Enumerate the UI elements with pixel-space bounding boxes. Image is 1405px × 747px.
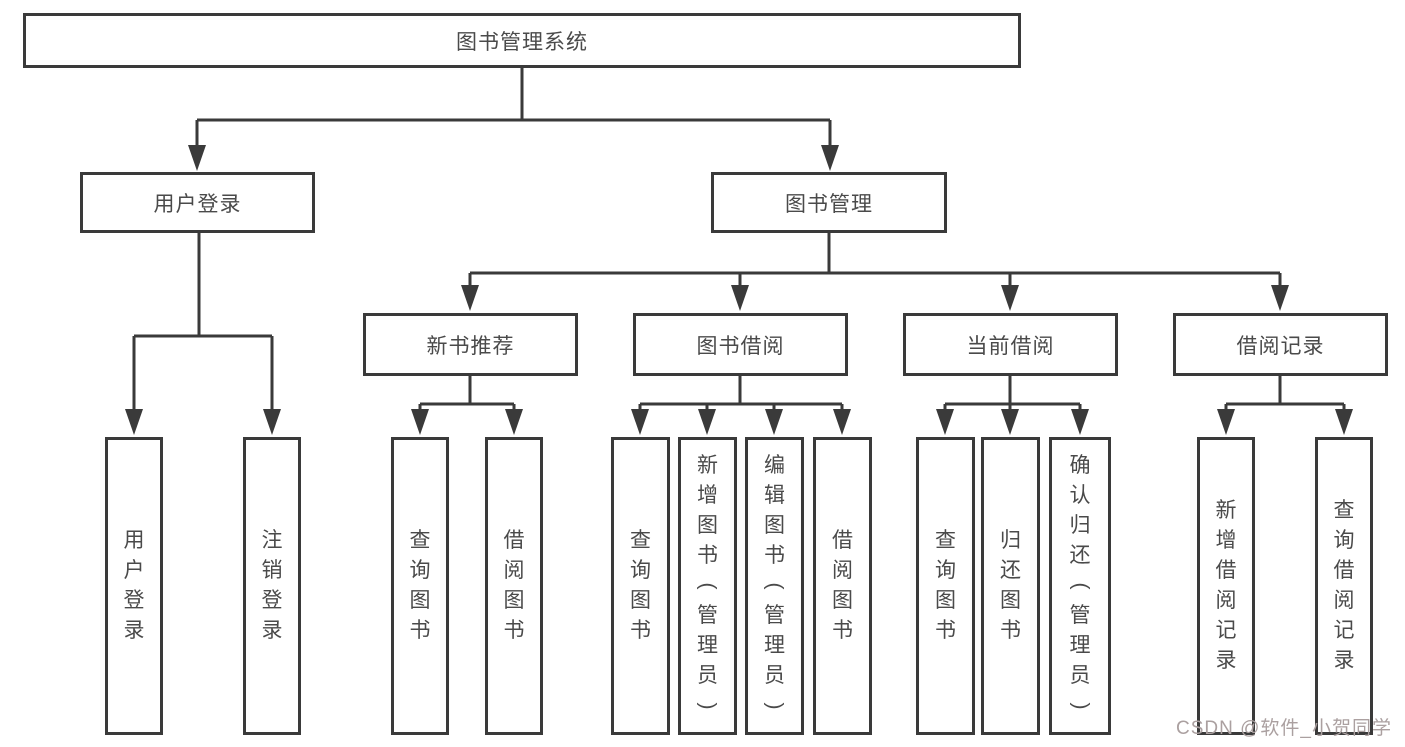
leaf-newbook-query-books-label: 查询图书 — [409, 529, 431, 642]
leaf-records-add-record-label: 新增借阅记录 — [1215, 499, 1237, 672]
node-system-root: 图书管理系统 — [23, 13, 1021, 68]
node-new-book-recommend-label: 新书推荐 — [426, 334, 515, 358]
node-book-management: 图书管理 — [711, 172, 947, 233]
node-system-root-label: 图书管理系统 — [456, 30, 588, 54]
node-book-management-label: 图书管理 — [785, 192, 873, 216]
leaf-newbook-borrow-books: 借阅图书 — [485, 437, 543, 735]
node-current-borrow-label: 当前借阅 — [966, 334, 1055, 358]
node-book-borrow: 图书借阅 — [633, 313, 848, 376]
leaf-current-query-books: 查询图书 — [916, 437, 975, 735]
leaf-borrow-query-books-label: 查询图书 — [630, 529, 651, 642]
leaf-newbook-query-books: 查询图书 — [391, 437, 449, 735]
node-borrow-records-label: 借阅记录 — [1236, 334, 1325, 358]
leaf-newbook-borrow-books-label: 借阅图书 — [503, 529, 525, 642]
node-book-borrow-label: 图书借阅 — [696, 334, 785, 358]
leaf-user-login: 用户登录 — [105, 437, 163, 735]
csdn-watermark: CSDN @软件_小贺同学 — [1176, 718, 1392, 739]
leaf-borrow-add-books: 新增图书(管理员) — [678, 437, 737, 735]
leaf-logout-label: 注销登录 — [261, 529, 283, 642]
node-current-borrow: 当前借阅 — [903, 313, 1118, 376]
leaf-borrow-borrow-books-label: 借阅图书 — [832, 529, 853, 642]
leaf-borrow-edit-books: 编辑图书(管理员) — [745, 437, 804, 735]
leaf-borrow-query-books: 查询图书 — [611, 437, 670, 735]
leaf-user-login-label: 用户登录 — [123, 529, 145, 642]
node-user-login: 用户登录 — [80, 172, 315, 233]
leaf-borrow-edit-books-label: 编辑图书(管理员) — [763, 454, 787, 710]
leaf-current-return-books: 归还图书 — [981, 437, 1040, 735]
leaf-borrow-borrow-books: 借阅图书 — [813, 437, 872, 735]
leaf-current-query-books-label: 查询图书 — [935, 529, 956, 642]
node-user-login-label: 用户登录 — [153, 192, 242, 216]
leaf-current-confirm-return-label: 确认归还(管理员) — [1069, 454, 1092, 710]
leaf-logout: 注销登录 — [243, 437, 301, 735]
leaf-current-return-books-label: 归还图书 — [1000, 529, 1021, 642]
leaf-records-add-record: 新增借阅记录 — [1197, 437, 1255, 735]
node-new-book-recommend: 新书推荐 — [363, 313, 578, 376]
leaf-records-query-record-label: 查询借阅记录 — [1333, 499, 1355, 672]
node-borrow-records: 借阅记录 — [1173, 313, 1388, 376]
leaf-borrow-add-books-label: 新增图书(管理员) — [696, 454, 720, 710]
leaf-records-query-record: 查询借阅记录 — [1315, 437, 1373, 735]
leaf-current-confirm-return: 确认归还(管理员) — [1049, 437, 1111, 735]
